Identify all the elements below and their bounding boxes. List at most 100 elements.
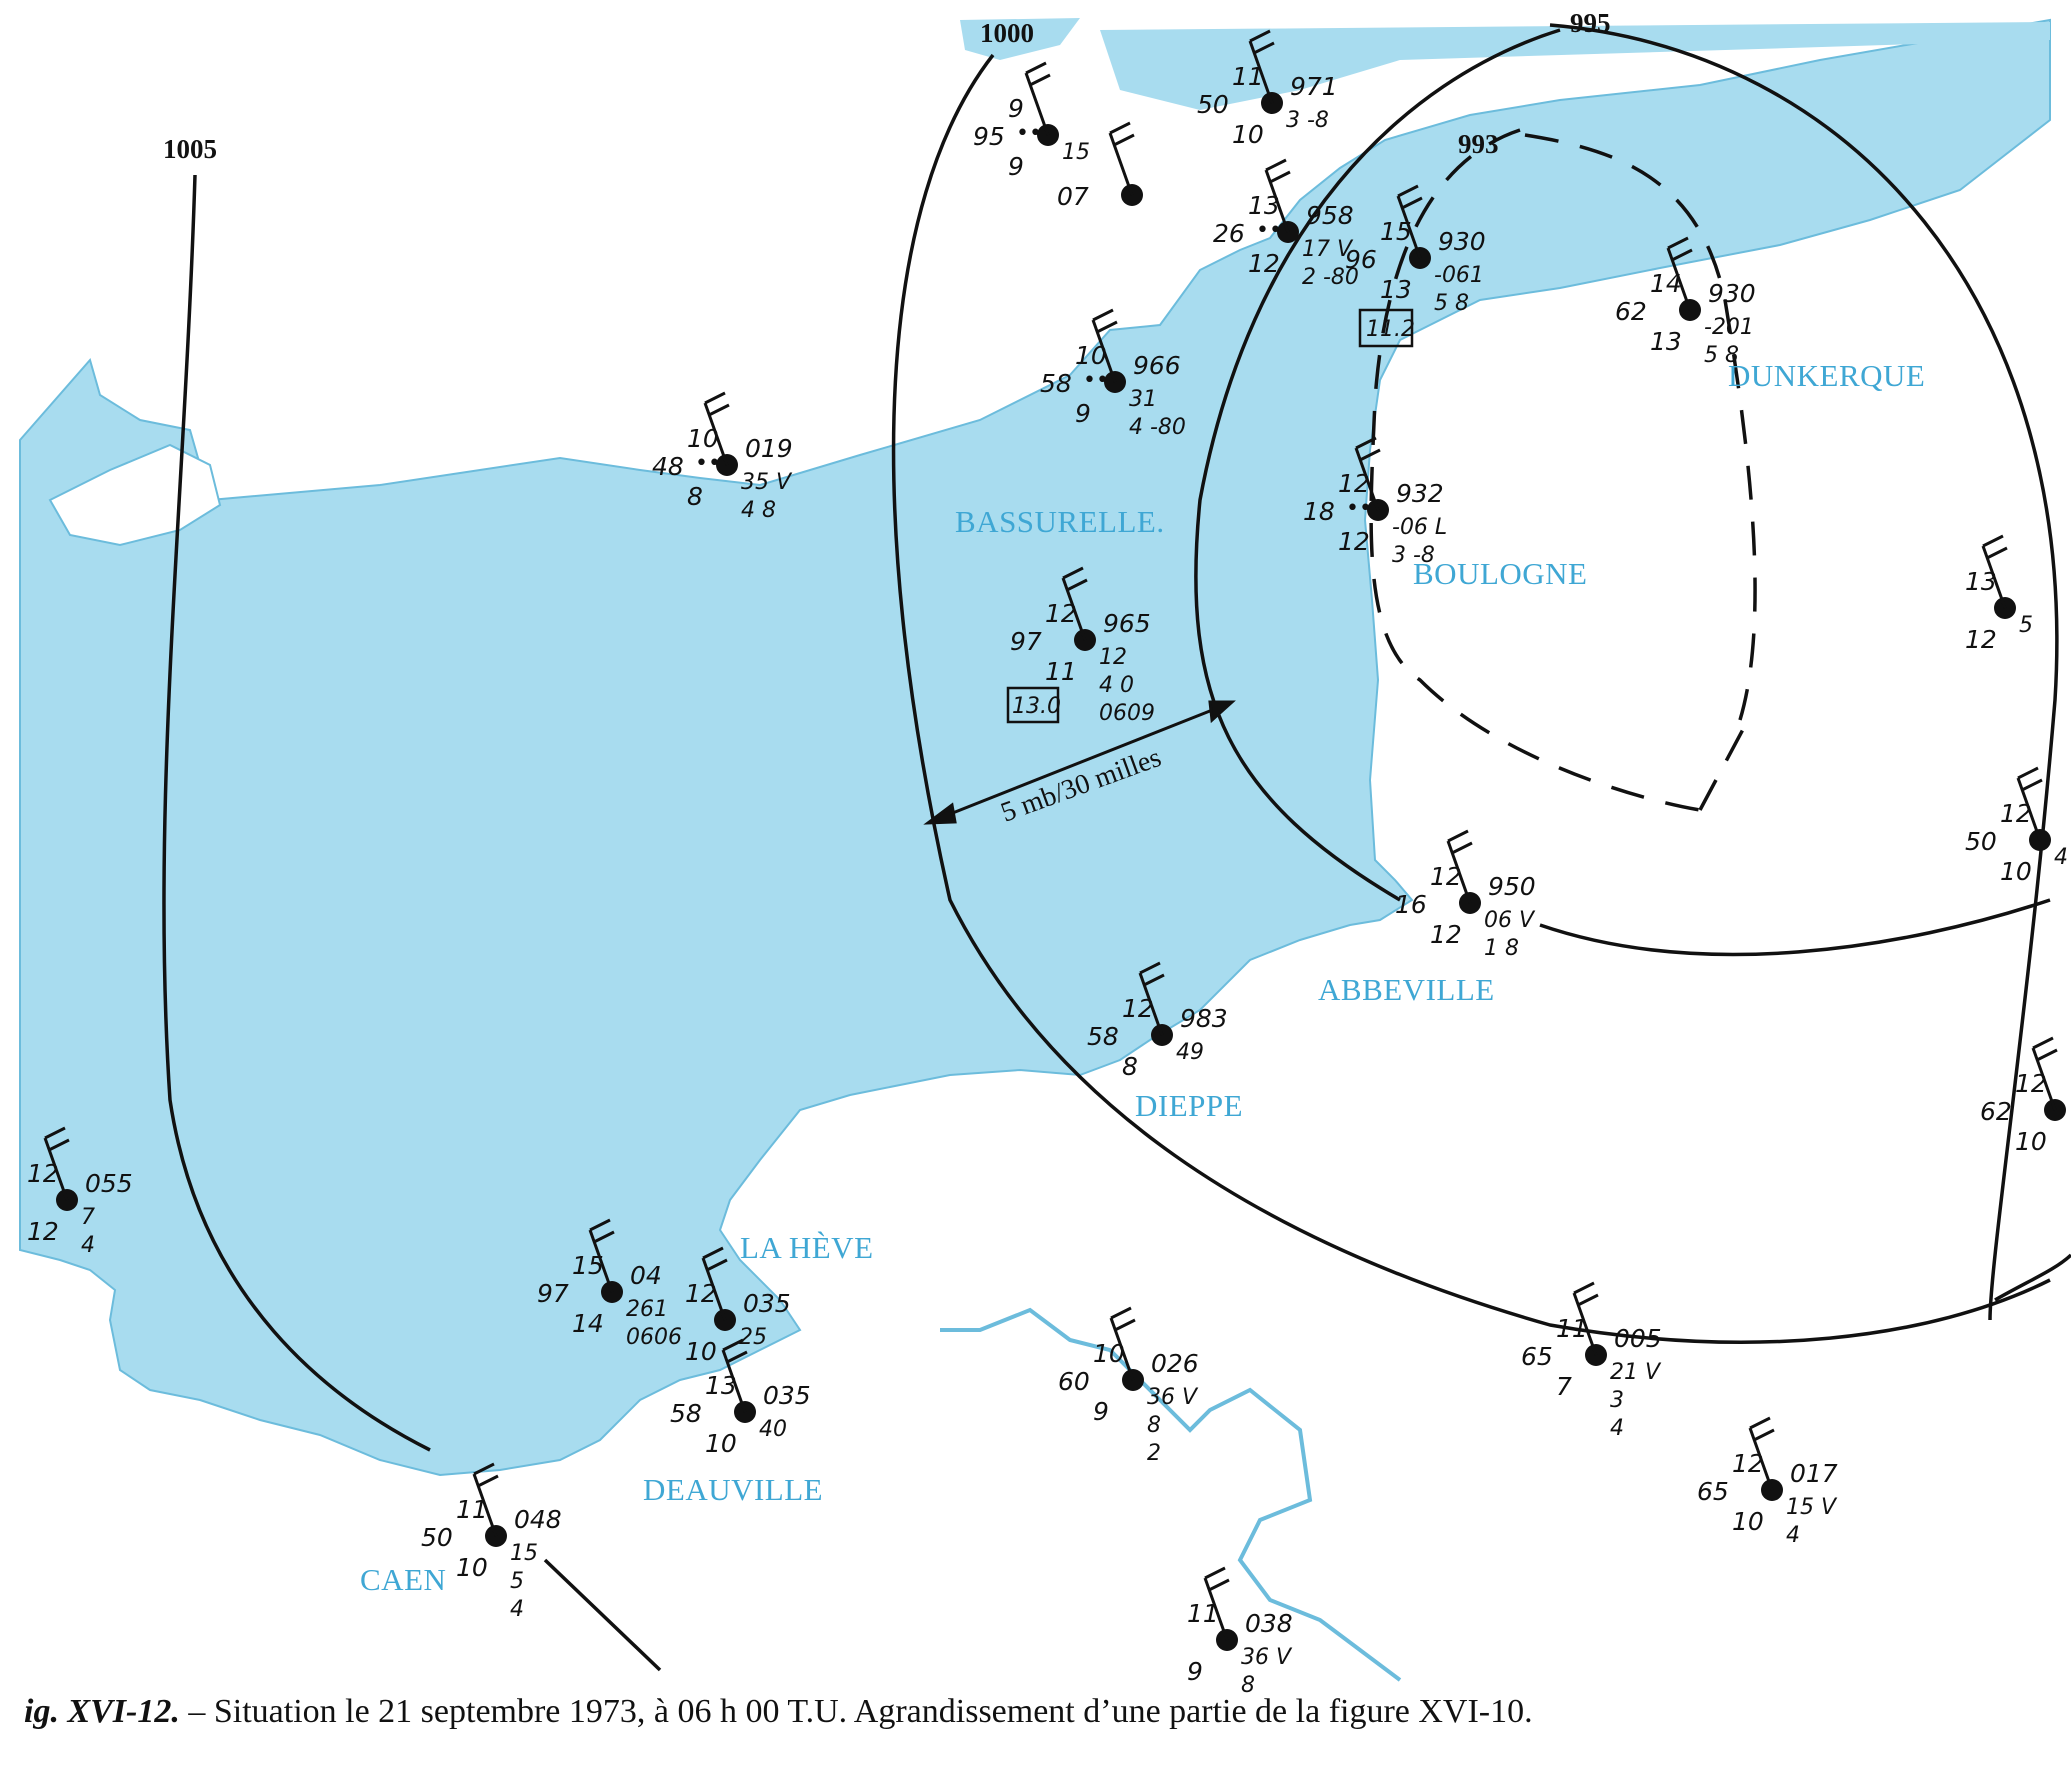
station-visibility: 97: [537, 1279, 569, 1308]
wind-barb: [477, 1474, 499, 1488]
station-temperature: 15: [1380, 217, 1412, 246]
station-weather: ••: [1346, 496, 1372, 521]
station-line: 0609: [1099, 701, 1155, 726]
station-visibility: 58: [1087, 1022, 1119, 1051]
station-visibility: 50: [1965, 827, 1997, 856]
station-visibility: 60: [1058, 1367, 1090, 1396]
wind-staff: [703, 402, 729, 466]
caption-figure-ref: ig. XVI-12.: [24, 1693, 180, 1730]
station-temperature: 12: [1045, 599, 1077, 628]
station-temperature: 13: [1965, 567, 1997, 596]
station-line: 4: [1610, 1416, 1624, 1441]
boxed-label-2-text: 13.0: [1012, 694, 1061, 719]
wind-barb: [1749, 1416, 1771, 1430]
station-weather: ••: [1016, 121, 1042, 146]
station-dewpoint: 14: [572, 1309, 604, 1338]
wind-barb: [1110, 1306, 1132, 1320]
wind-staff: [588, 1229, 614, 1293]
station-line: 15 V: [1786, 1495, 1838, 1520]
station-pressure: 966: [1133, 351, 1181, 380]
wind-staff: [1203, 1577, 1229, 1641]
station-dewpoint: 9: [1187, 1657, 1203, 1686]
station-temperature: 10: [687, 424, 719, 453]
place-abbeville: ABBEVILLE: [1318, 972, 1495, 1007]
isobar-995-east: [1539, 898, 2051, 957]
wind-barb: [48, 1138, 70, 1152]
wind-barb: [1982, 534, 2004, 548]
place-dieppe: DIEPPE: [1135, 1088, 1243, 1123]
wind-barb: [2017, 766, 2039, 780]
station-temperature: 13: [705, 1371, 737, 1400]
station-visibility: 16: [1395, 890, 1427, 919]
isobar-993-lower: [1994, 1253, 2071, 1302]
wind-barb: [1986, 546, 2008, 560]
station-line: 36 V: [1147, 1385, 1199, 1410]
station-dewpoint: 10: [1732, 1507, 1764, 1536]
wind-staff: [43, 1137, 69, 1201]
seine-river: [940, 1307, 1402, 1682]
wind-barb: [2032, 1036, 2054, 1050]
station-temperature: 12: [2000, 799, 2032, 828]
wind-barb: [1204, 1566, 1226, 1580]
wind-barb: [708, 403, 730, 417]
station-pressure: 965: [1103, 609, 1151, 638]
station-line: 2: [1147, 1441, 1161, 1466]
station-line: 4: [81, 1233, 95, 1258]
station-line: 7: [81, 1205, 95, 1230]
station-line: 4: [510, 1597, 524, 1622]
station-line: 17 V: [1302, 237, 1354, 262]
wind-staff: [1061, 577, 1087, 641]
isobar-993-dashed: [1369, 128, 1757, 812]
station-dewpoint: 9: [1093, 1397, 1109, 1426]
station-line: 5 8: [1704, 343, 1739, 368]
station-visibility: 65: [1521, 1342, 1553, 1371]
wind-barb: [473, 1462, 495, 1476]
station-visibility: 07: [1057, 182, 1089, 211]
station-line: 40: [759, 1417, 787, 1442]
station-dewpoint: 12: [1965, 625, 1997, 654]
station-visibility: 50: [1197, 90, 1229, 119]
station-line: -061: [1434, 263, 1484, 288]
wind-staff: [2031, 1047, 2057, 1111]
station-dewpoint: 9: [1008, 152, 1024, 181]
wind-barb: [2036, 1048, 2058, 1062]
station-pressure: 035: [763, 1381, 811, 1410]
station-temperature: 10: [1093, 1339, 1125, 1368]
station-pressure: 04: [630, 1261, 662, 1290]
station-line: 4: [1786, 1523, 1800, 1548]
station-dewpoint: 12: [1338, 527, 1370, 556]
wind-barb: [1139, 961, 1161, 975]
wind-barb: [2021, 778, 2043, 792]
wind-staff: [1396, 195, 1422, 259]
isobar-label-1000: 1000: [980, 18, 1034, 48]
station-visibility: 95: [973, 122, 1005, 151]
station-line: 36 V: [1241, 1645, 1293, 1670]
wind-barb: [1109, 121, 1131, 135]
station-line: 12: [1099, 645, 1127, 670]
wind-staff: [1108, 132, 1134, 196]
station-line: 25: [739, 1325, 767, 1350]
station-pressure: 930: [1438, 227, 1486, 256]
wind-staff: [1264, 169, 1290, 233]
place-caen: CAEN: [360, 1562, 446, 1597]
station-dewpoint: 13: [1650, 327, 1682, 356]
station-visibility: 58: [1040, 369, 1072, 398]
wind-staff: [1748, 1427, 1774, 1491]
station-line: 21 V: [1610, 1360, 1662, 1385]
wind-staff: [1248, 40, 1274, 104]
isobar-995: [1549, 23, 2059, 1321]
station-pressure: 005: [1614, 1324, 1662, 1353]
wind-barb: [1401, 196, 1423, 210]
wind-barb: [722, 1338, 744, 1352]
station-temperature: 12: [1338, 469, 1370, 498]
